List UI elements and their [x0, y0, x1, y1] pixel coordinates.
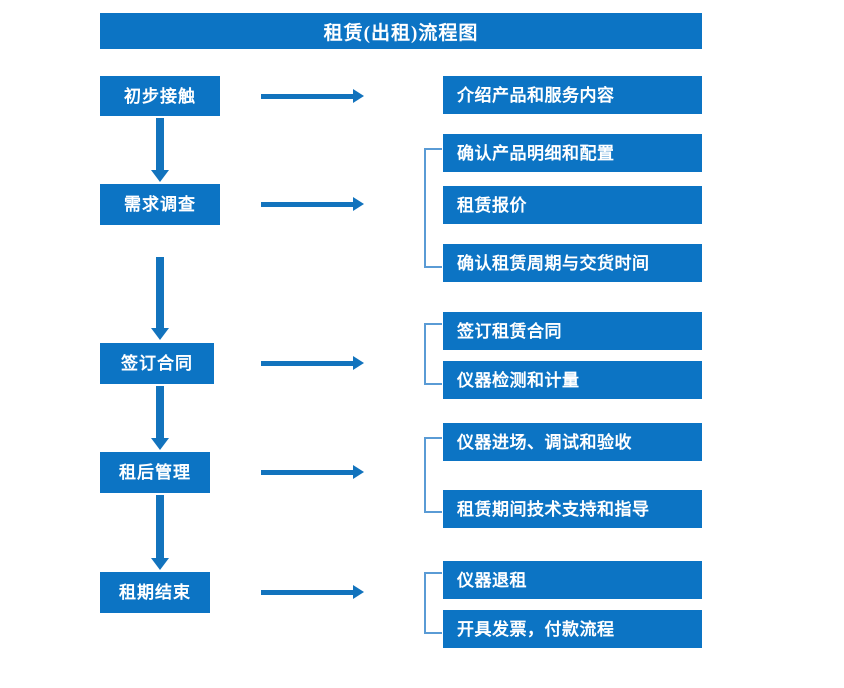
- connector-arrow-down-3: [151, 386, 169, 450]
- detail-node-introduce-products[interactable]: 介绍产品和服务内容: [443, 76, 702, 114]
- group-bracket-lease-end: [424, 572, 442, 634]
- flow-arrow-right-5: [261, 585, 364, 599]
- connector-arrow-down-2: [151, 257, 169, 340]
- group-bracket-requirement-survey: [424, 148, 442, 268]
- detail-node-instrument-return[interactable]: 仪器退租: [443, 561, 702, 599]
- stage-node-sign-contract[interactable]: 签订合同: [100, 343, 214, 384]
- detail-node-technical-support[interactable]: 租赁期间技术支持和指导: [443, 490, 702, 528]
- flow-arrow-right-4: [261, 465, 364, 479]
- detail-node-confirm-lease-period[interactable]: 确认租赁周期与交货时间: [443, 244, 702, 282]
- stage-node-initial-contact[interactable]: 初步接触: [100, 76, 220, 116]
- stage-node-requirement-survey[interactable]: 需求调查: [100, 184, 220, 225]
- flow-arrow-right-2: [261, 197, 364, 211]
- detail-node-confirm-product-spec[interactable]: 确认产品明细和配置: [443, 134, 702, 172]
- group-bracket-sign-contract: [424, 323, 442, 385]
- stage-node-lease-end[interactable]: 租期结束: [100, 572, 210, 613]
- diagram-title: 租赁(出租)流程图: [100, 13, 702, 49]
- stage-node-post-rental-management[interactable]: 租后管理: [100, 452, 210, 493]
- detail-node-rental-quotation[interactable]: 租赁报价: [443, 186, 702, 224]
- detail-node-sign-lease-contract[interactable]: 签订租赁合同: [443, 312, 702, 350]
- detail-node-invoice-payment[interactable]: 开具发票，付款流程: [443, 610, 702, 648]
- detail-node-instrument-inspection[interactable]: 仪器检测和计量: [443, 361, 702, 399]
- connector-arrow-down-1: [151, 118, 169, 182]
- group-bracket-post-rental-management: [424, 437, 442, 513]
- flow-arrow-right-3: [261, 356, 364, 370]
- flow-arrow-right-1: [261, 89, 364, 103]
- detail-node-instrument-installation[interactable]: 仪器进场、调试和验收: [443, 423, 702, 461]
- connector-arrow-down-4: [151, 495, 169, 570]
